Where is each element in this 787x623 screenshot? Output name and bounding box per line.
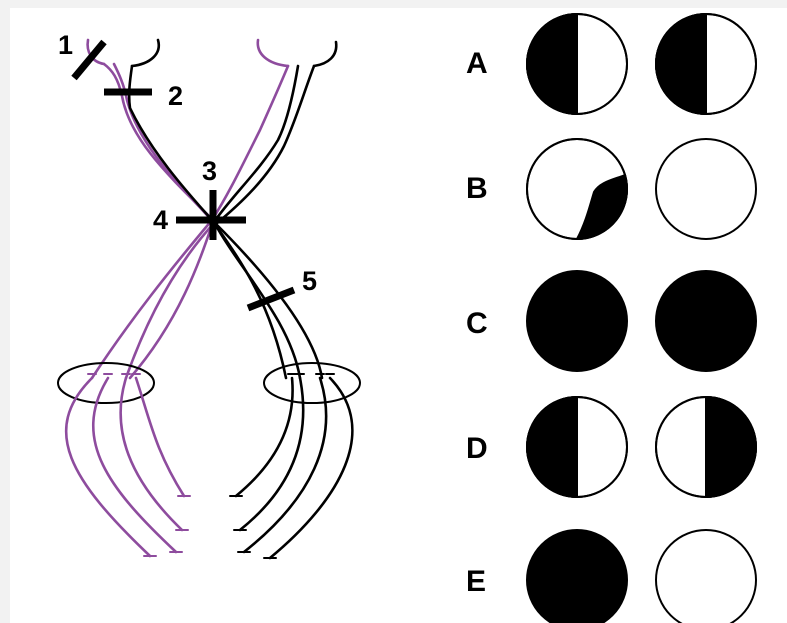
option-d-right-field bbox=[655, 395, 757, 499]
option-label-e: E bbox=[466, 565, 486, 598]
lesion-5-bar bbox=[246, 286, 296, 312]
left-radiation-fiber-1 bbox=[64, 376, 152, 558]
lesion-1-bar bbox=[71, 39, 107, 81]
lesion-label-2: 2 bbox=[168, 81, 183, 111]
right-radiation-fiber-3 bbox=[242, 376, 328, 554]
lesion-labels: 1 2 3 4 5 bbox=[58, 30, 317, 296]
option-c-right-field bbox=[655, 270, 757, 372]
option-e-left-field bbox=[526, 529, 628, 623]
option-a-left-field bbox=[526, 12, 628, 116]
lesion-markers bbox=[71, 39, 296, 312]
left-radiation-fiber-2 bbox=[92, 376, 178, 554]
option-labels: A B C D E bbox=[466, 47, 488, 598]
right-terminal-ticks bbox=[229, 495, 277, 559]
lesion-label-4: 4 bbox=[153, 205, 168, 235]
option-label-a: A bbox=[466, 47, 488, 80]
left-radiation-fiber-4 bbox=[134, 376, 186, 498]
optic-pathway-diagram bbox=[57, 38, 361, 560]
right-eye-fiber-black-2 bbox=[214, 64, 324, 380]
option-e-right-field bbox=[655, 529, 757, 623]
left-terminal-ticks bbox=[143, 495, 191, 557]
right-radiation-fiber-1 bbox=[234, 376, 294, 498]
left-eye-outline-black bbox=[130, 38, 161, 68]
option-c-left-field bbox=[526, 270, 628, 372]
option-b-left-field bbox=[526, 138, 628, 241]
option-d-left-field bbox=[526, 395, 628, 499]
right-radiation-fiber-4 bbox=[268, 376, 354, 560]
option-label-c: C bbox=[466, 307, 488, 340]
visual-field-circles bbox=[526, 12, 757, 623]
right-eye-outline-purple bbox=[256, 38, 290, 68]
right-radiation-fiber-2 bbox=[238, 376, 305, 532]
right-eye-fiber-black-1 bbox=[212, 64, 302, 380]
option-a-right-field bbox=[655, 12, 757, 116]
left-lgn-oval bbox=[57, 362, 155, 404]
right-lgn-oval bbox=[263, 362, 361, 404]
lesion-label-3: 3 bbox=[202, 156, 217, 186]
lesion-label-5: 5 bbox=[302, 266, 317, 296]
left-radiation-fiber-3 bbox=[119, 376, 184, 532]
lesion-label-1: 1 bbox=[58, 30, 73, 60]
option-label-d: D bbox=[466, 432, 488, 465]
right-eye-fiber-purple bbox=[90, 64, 290, 380]
right-eye-outline-black bbox=[312, 40, 338, 68]
option-label-b: B bbox=[466, 172, 488, 205]
option-b-right-field bbox=[655, 138, 757, 240]
